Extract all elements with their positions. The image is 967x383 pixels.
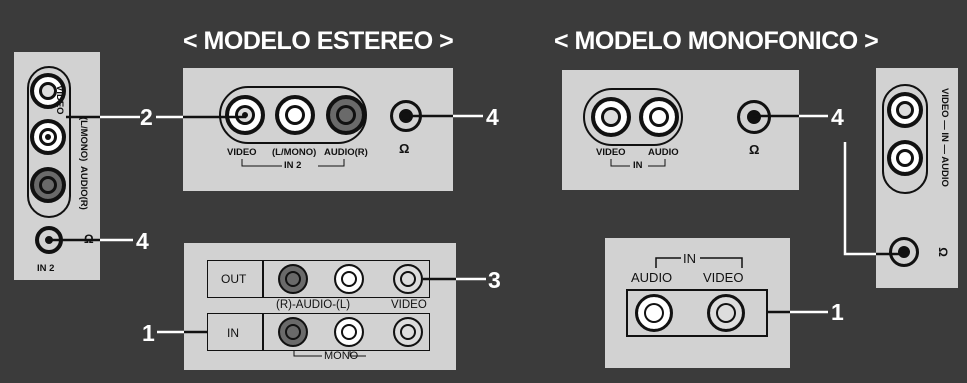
in-audio-l-jack bbox=[334, 317, 364, 347]
row-divider-out bbox=[262, 260, 264, 298]
dot-stereo-headphone bbox=[402, 112, 410, 120]
row-divider-in bbox=[262, 313, 264, 351]
headphone-icon: Ω bbox=[399, 141, 410, 156]
mono-in-bracket-top-right bbox=[648, 159, 666, 167]
stereo-label-lmono: (L/MONO) bbox=[272, 147, 317, 158]
headphone-icon: Ω bbox=[749, 142, 760, 157]
av-label-video: VIDEO bbox=[391, 299, 427, 311]
mono-label-audio: AUDIO bbox=[648, 147, 679, 158]
in-row-frame bbox=[207, 313, 430, 351]
mono-jack-frame bbox=[583, 88, 683, 146]
mono-label-video: VIDEO bbox=[596, 147, 626, 158]
mono-audio-jack bbox=[639, 97, 679, 137]
dot-stereo-video bbox=[242, 112, 248, 118]
heading-stereo-model: < MODELO ESTEREO > bbox=[183, 27, 454, 55]
av-mono-bracket-right bbox=[349, 351, 366, 357]
callout-4-side: 4 bbox=[136, 228, 149, 254]
callout-2-left: 2 bbox=[140, 104, 153, 130]
leader-4-mono-side bbox=[843, 142, 876, 256]
callout-3: 3 bbox=[488, 267, 501, 293]
mono-side-jack-frame bbox=[882, 84, 928, 194]
mono-side-audio-jack bbox=[887, 140, 923, 176]
mono-in-label-video: VIDEO bbox=[703, 270, 744, 285]
callout-1-av: 1 bbox=[142, 320, 155, 346]
heading-mono-model: < MODELO MONOFONICO > bbox=[554, 27, 879, 55]
mono-in-label-in: IN bbox=[683, 251, 696, 266]
callout-4-mono: 4 bbox=[831, 104, 844, 130]
stereo-audio-r-jack bbox=[326, 95, 366, 135]
in-label: IN bbox=[227, 326, 239, 340]
out-audio-l-jack bbox=[334, 264, 364, 294]
av-mono-bracket bbox=[293, 351, 322, 357]
mono-label-in: IN bbox=[633, 160, 643, 171]
mono-video-jack bbox=[591, 97, 631, 137]
side-label-in2: IN 2 bbox=[37, 263, 55, 274]
stereo-in2-bracket bbox=[241, 159, 282, 167]
side-audio-r-jack bbox=[30, 167, 66, 203]
in-audio-r-jack bbox=[278, 317, 308, 347]
stereo-audio-l-jack bbox=[275, 95, 315, 135]
mono-in-bracket-top bbox=[610, 159, 630, 167]
side-jack-frame bbox=[27, 66, 71, 218]
out-audio-r-jack bbox=[278, 264, 308, 294]
side-video-jack bbox=[30, 73, 66, 109]
av-audio-bracket bbox=[275, 302, 294, 306]
mono-in-bracket bbox=[655, 257, 681, 268]
stereo-label-video: VIDEO bbox=[227, 147, 257, 158]
mono-in-frame bbox=[626, 289, 768, 337]
stereo-in2-bracket-right bbox=[318, 159, 345, 167]
mono-in-video-jack bbox=[707, 294, 745, 332]
mono-in-audio-jack bbox=[635, 294, 673, 332]
mono-side-video-jack bbox=[887, 92, 923, 128]
stereo-video-jack bbox=[225, 95, 265, 135]
mono-in-bracket-right bbox=[700, 257, 743, 268]
stereo-label-in2: IN 2 bbox=[284, 160, 302, 171]
callout-4-stereo: 4 bbox=[486, 104, 499, 130]
stereo-jack-frame bbox=[219, 86, 367, 144]
out-label: OUT bbox=[221, 272, 247, 286]
stereo-label-audio-r: AUDIO(R) bbox=[324, 147, 368, 158]
out-video-jack bbox=[393, 264, 423, 294]
mono-in-label-audio: AUDIO bbox=[631, 270, 673, 285]
in-video-jack bbox=[393, 317, 423, 347]
mono-side-headphone-jack bbox=[889, 237, 919, 267]
dot-side-lmono bbox=[45, 134, 51, 140]
av-label-audio-rl: (R)-AUDIO-(L) bbox=[276, 299, 351, 311]
callout-1-mono: 1 bbox=[831, 299, 844, 325]
mono-in-panel bbox=[605, 238, 790, 368]
